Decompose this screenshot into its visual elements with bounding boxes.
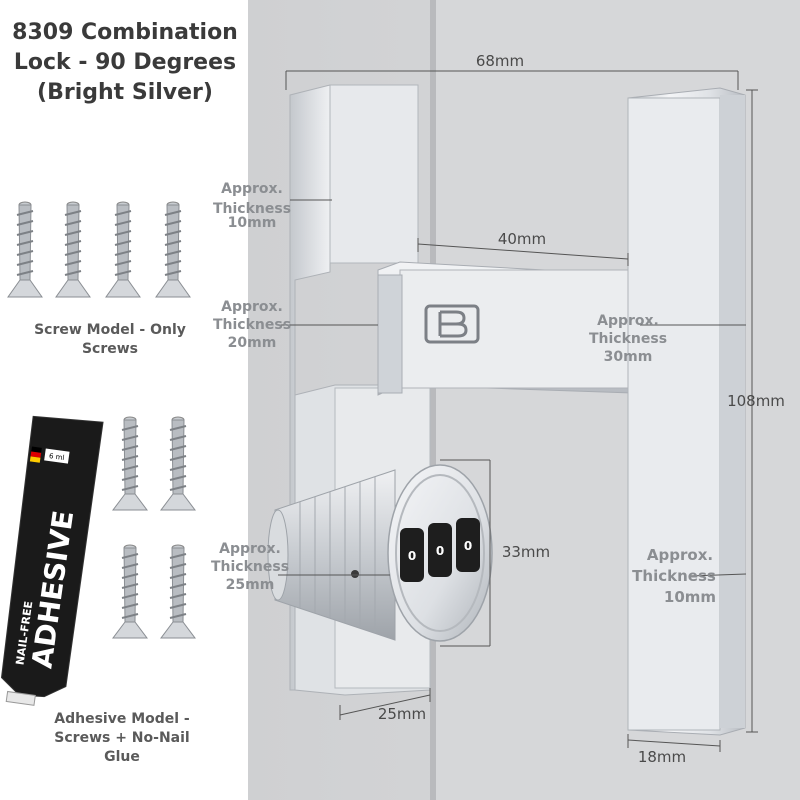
adhesive-caption-line-1: Adhesive Model - (54, 711, 190, 727)
product-title: 8309 Combination Lock - 90 Degrees (Brig… (0, 18, 250, 108)
screw-caption-line-1: Screw Model - Only (34, 322, 186, 338)
screw-model-card: Screw Model - Only Screws (0, 183, 220, 375)
door-gap (430, 0, 436, 800)
screws-icon (7, 201, 191, 298)
title-line-3: (Bright Silver) (37, 80, 213, 105)
dimension-lines (278, 70, 758, 752)
svg-text:0: 0 (464, 539, 472, 553)
svg-text:6 ml: 6 ml (49, 452, 65, 462)
combination-dial: 0 0 0 (267, 464, 493, 642)
adhesive-tube-and-screws: 6 ml ADHESIVE NAIL-FREE (0, 415, 196, 706)
brand-logo-icon (424, 304, 480, 344)
screw-card-caption: Screw Model - Only Screws (0, 321, 220, 359)
title-line-2: Lock - 90 Degrees (13, 50, 237, 75)
adhesive-card-caption: Adhesive Model - Screws + No-Nail Glue (30, 710, 214, 767)
adhesive-caption-line-2: Screws + No-Nail (54, 730, 190, 746)
adhesive-model-card: 6 ml ADHESIVE NAIL-FREE Adhesi (0, 398, 218, 770)
svg-text:0: 0 (436, 544, 444, 558)
title-line-1: 8309 Combination (12, 20, 238, 45)
adhesive-caption-line-3: Glue (104, 749, 140, 765)
adhesive-tube-icon: 6 ml ADHESIVE NAIL-FREE (0, 415, 104, 706)
svg-text:0: 0 (408, 549, 416, 563)
screw-caption-line-2: Screws (81, 341, 139, 357)
